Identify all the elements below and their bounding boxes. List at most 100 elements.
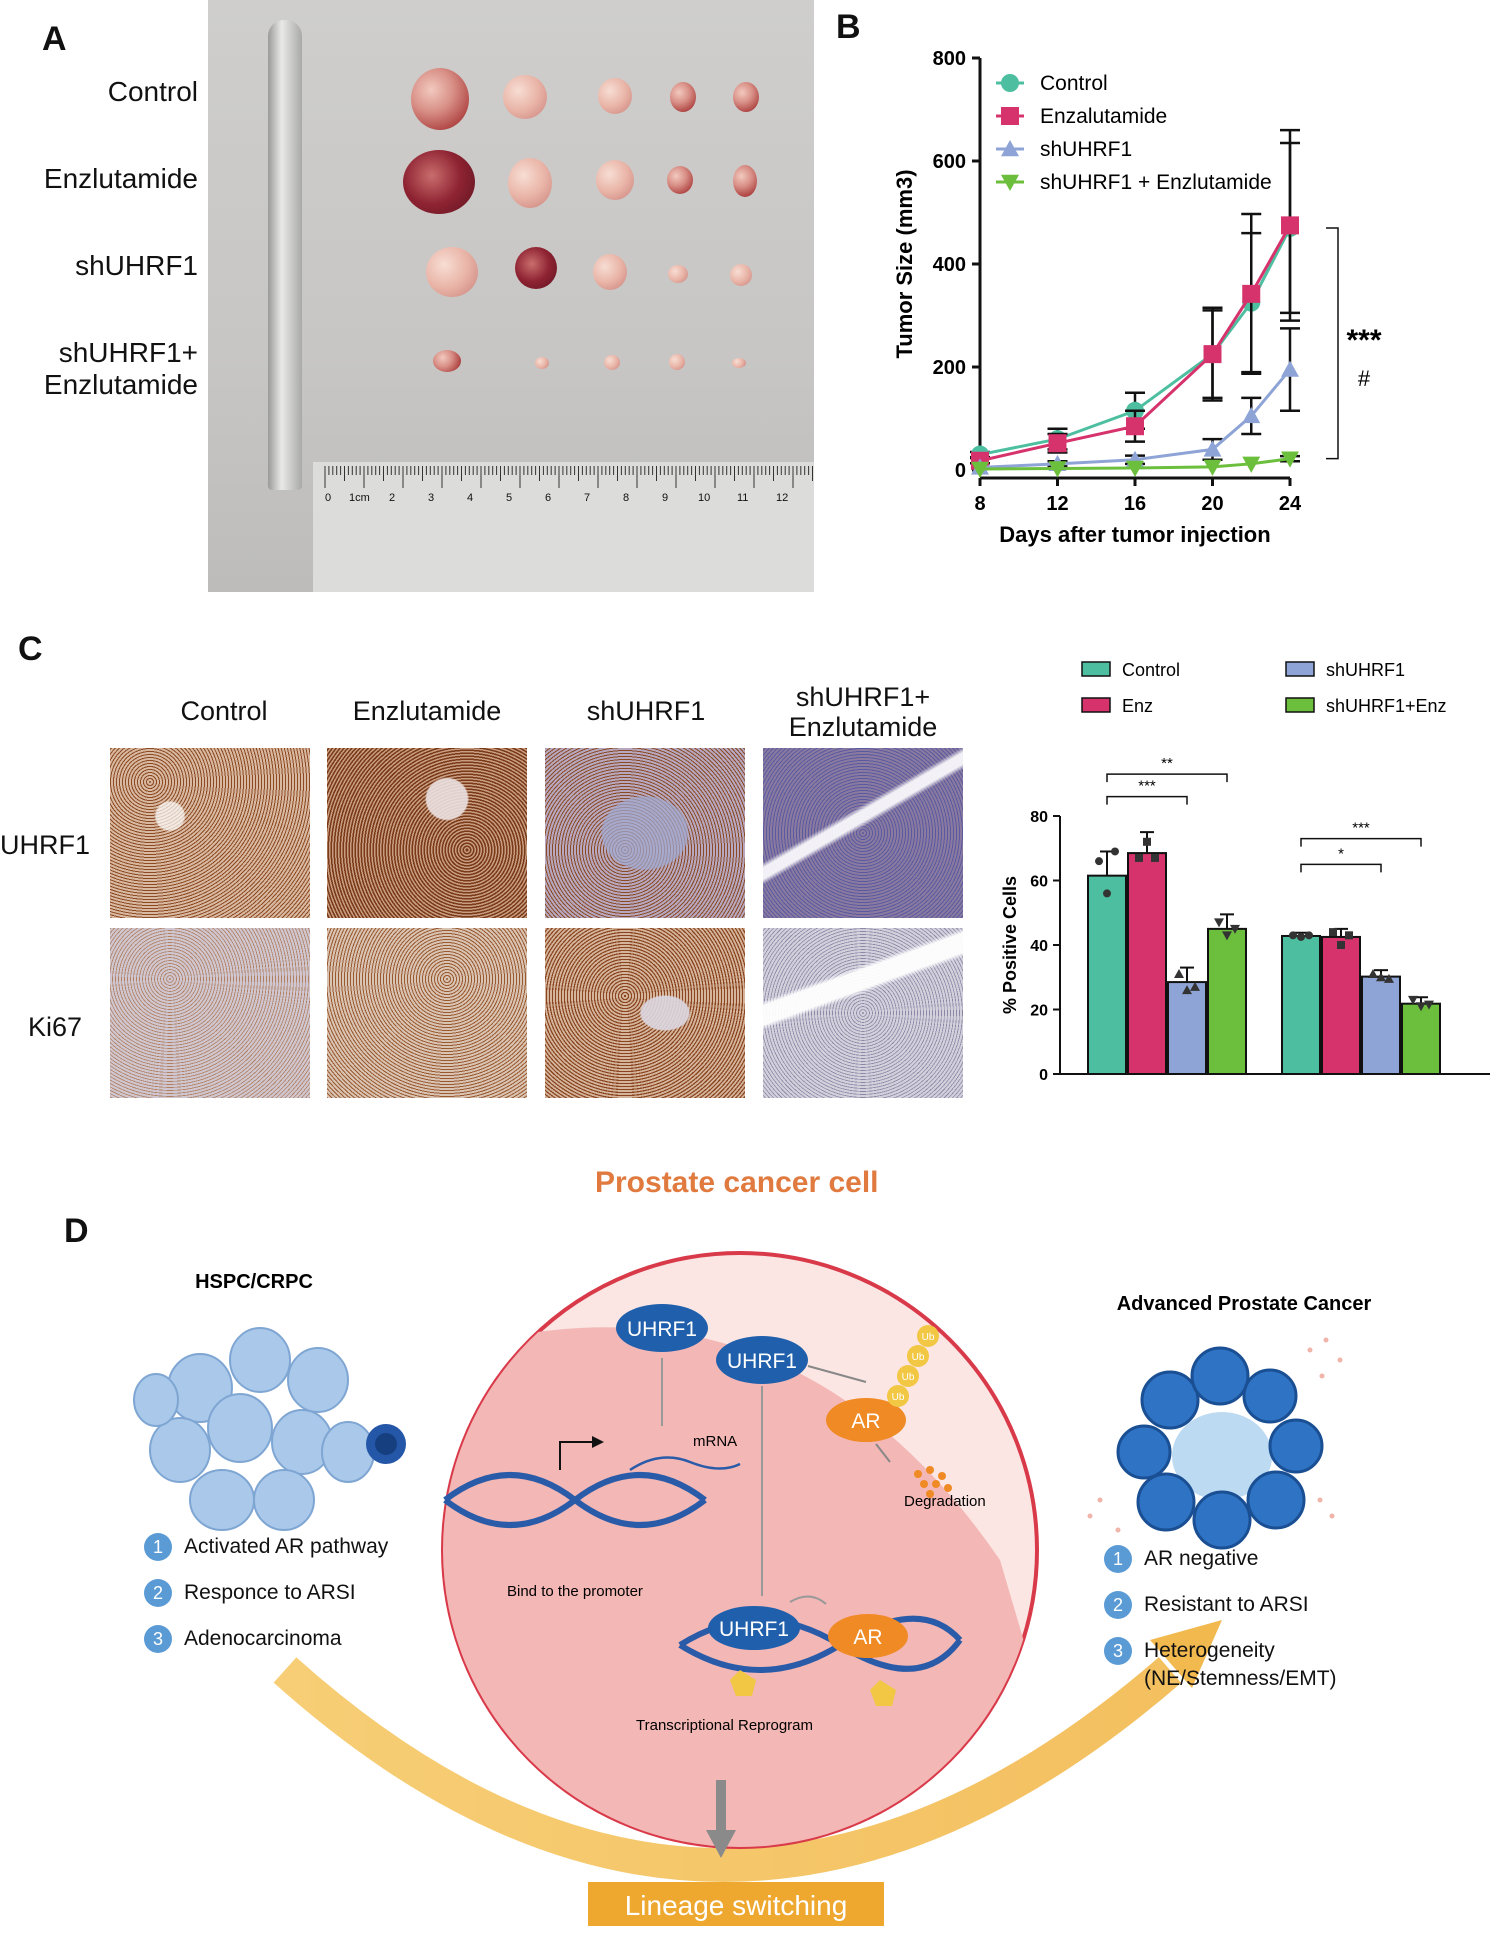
uhrf1-dna-bound [708,1606,800,1650]
tumor [593,254,627,290]
legend-swatch [1285,697,1315,713]
ihc-col-combo-2: Enzlutamide [788,712,938,742]
svg-text:Ub: Ub [892,1392,905,1403]
lineage-arc [273,1657,1182,1882]
lineage-switching-box [588,1882,884,1926]
x-tick-label: 16 [1124,493,1146,515]
tumor [535,357,549,369]
series-line [979,457,1291,471]
tumor [411,68,469,130]
series-3 [971,451,1300,478]
tumor [596,160,634,200]
panel-a-row-control: Control [107,76,198,107]
legend-swatch [1081,661,1111,677]
legend-label: Control [1122,660,1180,680]
dot [1174,969,1184,979]
data-point [1001,107,1019,125]
tumor [598,78,632,114]
uhrf1-protein [616,1304,708,1352]
bar [1401,1002,1441,1076]
data-point [1001,174,1019,191]
y-tick-label: 20 [1030,1003,1048,1020]
ub-4 [917,1325,939,1347]
data-point [1126,460,1144,477]
degradation-label: Degradation [904,1493,986,1510]
dot [1135,853,1143,862]
ihc-col-control: Control [180,696,268,726]
dot [1384,973,1394,983]
tumor [667,166,693,194]
dot [1345,931,1353,940]
uhrf1-label: UHRF1 [627,1318,697,1341]
tumor-photo: 0 1cm 2 3 4 5 6 7 8 9 10 11 12 1 [208,0,814,592]
significance-label: *** [1352,820,1370,837]
tumor [733,82,759,112]
ihc-ki67-enzlutamide [327,928,527,1098]
x-tick-label: 8 [974,493,985,515]
tumor [433,350,461,372]
data-point [1203,440,1222,457]
legend-label: Control [1040,72,1108,95]
ihc-uhrf1-shuhrf1 [545,748,745,918]
svg-text:UHRF1: UHRF1 [719,1618,789,1641]
tumor [403,150,475,214]
tumor [604,355,620,370]
data-point [1242,406,1261,424]
y-tick-label: 0 [1039,1067,1048,1084]
ub-3 [907,1345,929,1367]
tumor [426,247,478,297]
significance-bracket [1106,773,1228,783]
tumor [733,165,757,197]
uhrf1-label-2: UHRF1 [727,1350,797,1373]
bar [1207,927,1247,1075]
ihc-uhrf1-enzlutamide [327,748,527,918]
ub-2 [897,1365,919,1387]
dot [1143,837,1151,846]
data-point [1281,360,1299,377]
y-tick-label: 200 [933,357,966,379]
dot [1214,918,1224,928]
legend-swatch [1081,697,1111,713]
ar-dna-bound [828,1614,908,1658]
bar [1127,852,1167,1075]
legend-swatch [1285,661,1315,677]
dot [1376,972,1386,982]
dot [1408,995,1418,1005]
mrna-strand [629,1456,741,1472]
data-point [1126,417,1144,436]
y-axis-label: % Positive Cells [1000,876,1020,1014]
right-title: Advanced Prostate Cancer [1117,1293,1372,1315]
significance-stars: *** [1346,324,1381,357]
ihc-ki67-combo [763,928,963,1098]
ihc-col-shuhrf1: shUHRF1 [586,696,706,726]
y-axis-label: Tumor Size (mm3) [892,169,917,358]
panel-d-letter: D [64,1212,89,1250]
panel-a-row-combo-1: shUHRF1+ [58,337,198,368]
ar-label: AR [851,1410,880,1433]
bar [1281,934,1321,1075]
x-tick-label: 24 [1279,493,1302,515]
data-point [1048,461,1067,478]
data-point [1001,140,1019,157]
data-point [1203,345,1222,364]
data-point [1242,284,1261,303]
methyl-mark-2 [870,1680,896,1706]
significance-bracket [1300,837,1422,847]
svg-text:Ub: Ub [912,1352,925,1363]
significance-bracket [1326,227,1339,460]
legend-label: shUHRF1 [1040,138,1132,161]
dna-strand-2 [443,1472,707,1528]
data-point [1281,216,1299,235]
data-point [1203,459,1222,476]
ruler: 0 1cm 2 3 4 5 6 7 8 9 10 11 12 1 [313,462,814,592]
bar [1361,975,1401,1076]
y-tick-label: 40 [1030,938,1048,955]
bar [1087,874,1127,1075]
tumor [508,158,552,208]
